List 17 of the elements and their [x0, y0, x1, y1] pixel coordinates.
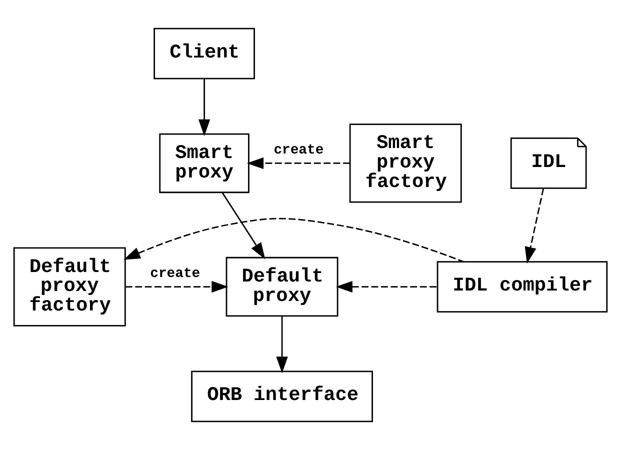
- arrow: [124, 217, 464, 262]
- arrow: [246, 156, 350, 169]
- node-box: IDL compiler: [436, 260, 608, 312]
- arrow: [125, 280, 228, 292]
- node-box: ORB interface: [191, 370, 373, 422]
- arrow: [198, 78, 210, 136]
- node-box: Default proxy factory: [13, 246, 126, 326]
- arrow: [276, 316, 288, 373]
- edge-label: create: [150, 266, 200, 282]
- node-box: Default proxy: [226, 256, 338, 316]
- node-box: Smart proxy: [159, 132, 250, 193]
- arrow: [524, 188, 544, 264]
- node-box: Client: [154, 27, 255, 79]
- arrow: [222, 192, 266, 259]
- arrow: [336, 280, 438, 292]
- edge-label: create: [274, 142, 324, 158]
- node-box: Smart proxy factory: [349, 123, 462, 202]
